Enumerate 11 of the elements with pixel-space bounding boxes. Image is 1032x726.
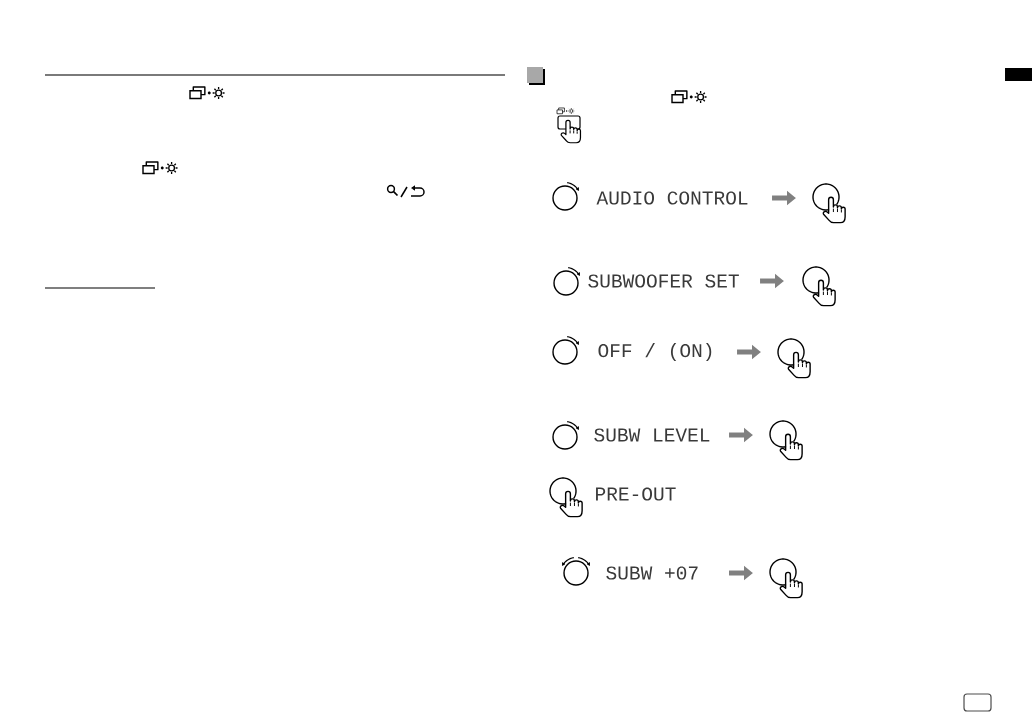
display-text: SUBW LEVEL bbox=[594, 428, 710, 442]
press-icon bbox=[777, 338, 811, 379]
press-icon bbox=[812, 183, 846, 224]
display-text: SUBWOOFER SET bbox=[588, 274, 739, 288]
press-icon bbox=[769, 558, 803, 599]
display-text: OFF / (ON) bbox=[598, 342, 712, 362]
press-icon bbox=[769, 420, 803, 461]
display-text: PRE-OUT bbox=[596, 487, 676, 501]
press-icon bbox=[802, 266, 836, 307]
display-text: SUBW +07 bbox=[606, 566, 698, 580]
display-text: AUDIO CONTROL bbox=[596, 191, 748, 205]
